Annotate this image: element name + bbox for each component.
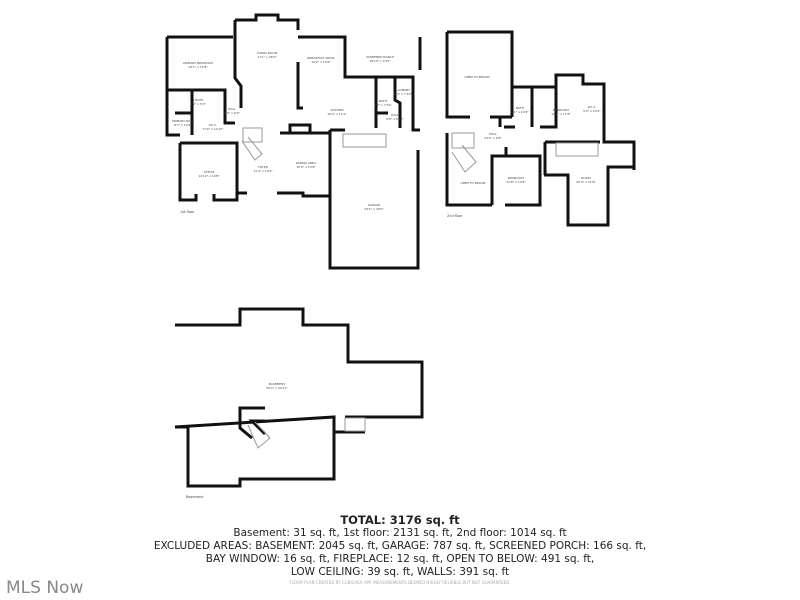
- room-dims: 8'2" x 5'0": [190, 102, 206, 106]
- room-dims: 16'0" x 14'1": [327, 112, 347, 116]
- room-label: HALL: [391, 113, 399, 117]
- room-label: BEDROOM: [553, 108, 569, 112]
- room-label: BATH: [379, 99, 387, 103]
- floor-areas: Basement: 31 sq. ft, 1st floor: 2131 sq.…: [233, 527, 567, 539]
- room-dims: 8'4" x 7'10": [394, 92, 412, 96]
- room-dims: 59'0" x 40'11": [266, 386, 288, 390]
- excluded-areas-1: EXCLUDED AREAS: BASEMENT: 2045 sq. ft, G…: [153, 540, 647, 552]
- room-dims: 8'8" x 5'10": [386, 117, 404, 121]
- room-dims: 5'2" x 10'4": [583, 109, 601, 113]
- room-dims: 12'2" x 10'6": [311, 60, 331, 64]
- room-dims: 13'0" x 17'8": [551, 112, 571, 116]
- room-label: BREAKFAST NOOK: [307, 56, 335, 60]
- credit-text: FLOOR PLAN CREATED BY CUBICASA APP. MEAS…: [289, 580, 511, 585]
- basement-plan: [174, 307, 424, 488]
- excluded-areas-2: BAY WINDOW: 16 sq. ft, FIREPLACE: 12 sq.…: [205, 553, 595, 565]
- room-dims: 18'10" x 9'10": [369, 59, 391, 63]
- mls-now-logo: MLS Now: [6, 578, 84, 598]
- room-dims: 11'4" x 10'0": [253, 169, 273, 173]
- room-label: BATH: [516, 106, 524, 110]
- total-area: TOTAL: 3176 sq. ft: [340, 513, 460, 527]
- floor-label: Basement: [186, 495, 204, 499]
- room-label: OPEN TO BELOW: [464, 75, 489, 79]
- room-label: HALL: [228, 107, 236, 111]
- room-label: ROOM: [581, 176, 591, 180]
- room-label: HALL: [489, 132, 497, 136]
- room-label: W.I.C.: [209, 123, 218, 127]
- room-label: BASEMENT: [269, 382, 286, 386]
- room-dims: 23'1" x 30'0": [364, 207, 384, 211]
- second-floor-plan: [445, 30, 636, 227]
- room-dims: 17'1" x 26'0": [257, 55, 277, 59]
- room-label: PRIMARY BATH: [172, 119, 194, 123]
- room-dims: 24'0" x 6'8": [484, 136, 502, 140]
- room-dims: 5'1" x 10'4": [511, 110, 529, 114]
- room-label: LIVING ROOM: [257, 51, 278, 55]
- floor-label: 1st floor: [180, 210, 195, 214]
- room-label: LAUNDRY: [396, 88, 410, 92]
- area-summary: TOTAL: 3176 sq. ft Basement: 31 sq. ft, …: [0, 514, 800, 579]
- room-dims: 5'2" x 7'10": [374, 103, 392, 107]
- room-label: SCREENED PORCH: [366, 55, 394, 59]
- room-dims: 8'7" x 12'4": [174, 123, 192, 127]
- room-label: DINING AREA: [296, 161, 317, 165]
- excluded-areas-3: LOW CEILING: 39 sq. ft, WALLS: 391 sq. f…: [290, 566, 510, 578]
- room-label: FOYER: [258, 165, 268, 169]
- room-label: PRIMARY BEDROOM: [183, 61, 213, 65]
- room-label: OPEN TO BELOW: [460, 181, 485, 185]
- room-label: BEDROOM: [508, 176, 524, 180]
- first-floor-plan: [165, 13, 422, 270]
- room-dims: 18'1" x 15'8": [188, 65, 208, 69]
- room-label: KITCHEN: [331, 108, 344, 112]
- room-label: W.I.C.: [588, 105, 597, 109]
- floor-label: 2nd floor: [447, 214, 463, 218]
- room-label: GARAGE: [368, 203, 381, 207]
- room-dims: 7'10" x 12'10": [202, 127, 224, 131]
- room-dims: 14'10" x 14'8": [198, 174, 220, 178]
- room-dims: 15'0" x 13'8": [296, 165, 316, 169]
- room-dims: 12'8" x 13'8": [506, 180, 526, 184]
- room-label: OFFICE: [204, 170, 215, 174]
- room-dims: 3'9" x 6'0": [224, 111, 240, 115]
- room-label: T BATH: [192, 98, 204, 102]
- room-dims: 23'4" x 21'8": [576, 180, 596, 184]
